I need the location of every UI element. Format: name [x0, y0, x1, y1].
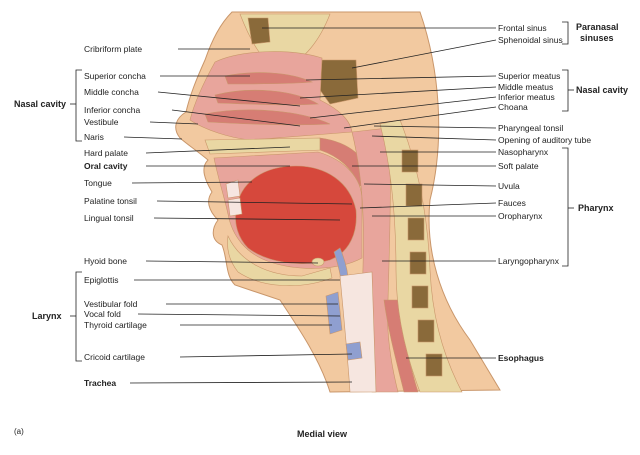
label-middle-concha: Middle concha [84, 87, 139, 97]
bracket-larynx [75, 271, 82, 362]
leader-inferior-meatus [309, 96, 497, 119]
middle-concha-shape [214, 89, 319, 106]
label-oral-cavity: Oral cavity [84, 161, 128, 171]
vertebra-7 [425, 353, 443, 377]
label-frontal-sinus: Frontal sinus [498, 23, 547, 33]
vertebrae-spots [401, 149, 443, 377]
label-vocal-fold: Vocal fold [84, 309, 121, 319]
leader-middle-concha [157, 91, 301, 107]
vertebra-5 [411, 285, 429, 309]
group-label-nasal-cavity-left: Nasal cavity [14, 99, 66, 109]
leader-choana [343, 106, 497, 129]
leader-middle-meatus [299, 86, 497, 99]
label-oropharynx: Oropharynx [498, 211, 543, 221]
label-middle-meatus: Middle meatus [498, 82, 553, 92]
leader-uvula [363, 183, 497, 187]
vertebra-6 [417, 319, 435, 343]
leader-vocal-fold [137, 313, 341, 317]
label-cribriform-plate: Cribriform plate [84, 44, 142, 54]
label-hyoid-bone: Hyoid bone [84, 256, 127, 266]
label-choana: Choana [498, 102, 528, 112]
leader-naris [123, 136, 183, 140]
label-thyroid-cartilage: Thyroid cartilage [84, 320, 147, 330]
lower-teeth [227, 197, 243, 217]
leader-vestibule [149, 121, 199, 125]
label-sphenoidal-sinus: Sphenoidal sinus [498, 35, 563, 45]
label-cricoid-cartilage: Cricoid cartilage [84, 352, 145, 362]
leader-fauces [359, 202, 497, 209]
leader-auditory-tube [371, 135, 497, 141]
label-trachea: Trachea [84, 378, 116, 388]
label-esophagus: Esophagus [498, 353, 544, 363]
inferior-concha-shape [204, 109, 331, 126]
label-vestibule: Vestibule [84, 117, 119, 127]
group-label-paranasal: Paranasal [576, 22, 619, 32]
vertebra-3 [407, 217, 425, 241]
bracket-nasal-cavity-right [562, 69, 569, 112]
upper-teeth [225, 179, 241, 199]
leader-superior-meatus [305, 75, 497, 81]
view-label: Medial view [297, 429, 348, 439]
leader-pharyngeal-tonsil [373, 125, 497, 129]
leader-tongue [131, 181, 253, 184]
right-labels: Frontal sinus Sphenoidal sinus Superior … [498, 23, 591, 363]
leader-hard-palate [145, 146, 291, 154]
label-superior-concha: Superior concha [84, 71, 146, 81]
superior-concha-shape [224, 72, 314, 85]
label-laryngopharynx: Laryngopharynx [498, 256, 560, 266]
bracket-paranasal [562, 21, 569, 45]
panel-letter: (a) [14, 427, 24, 436]
tongue-shape [235, 165, 357, 264]
label-inferior-concha: Inferior concha [84, 105, 140, 115]
label-naris: Naris [84, 132, 104, 142]
leader-sphenoidal-sinus [351, 39, 497, 69]
bracket-pharynx [562, 147, 569, 267]
vertebra-4 [409, 251, 427, 275]
cricoid-cartilage-shape [345, 341, 363, 361]
frontal-sinus-shape [247, 17, 271, 45]
label-fauces: Fauces [498, 198, 526, 208]
group-label-pharynx: Pharynx [578, 203, 614, 213]
sphenoidal-sinus-shape [319, 59, 359, 105]
leader-trachea [129, 381, 353, 384]
label-nasopharynx: Nasopharynx [498, 147, 549, 157]
label-vestibular-fold: Vestibular fold [84, 299, 138, 309]
group-label-sinuses: sinuses [580, 33, 614, 43]
mandible-shape [227, 234, 333, 286]
label-pharyngeal-tonsil: Pharyngeal tonsil [498, 123, 563, 133]
hyoid-shape [311, 257, 325, 267]
leader-cricoid [179, 353, 353, 358]
group-labels: Nasal cavity Larynx Paranasal sinuses Na… [14, 22, 628, 321]
left-labels: Cribriform plate Superior concha Middle … [84, 44, 147, 388]
thyroid-cartilage-shape [325, 291, 343, 335]
group-label-nasal-cavity-right: Nasal cavity [576, 85, 628, 95]
label-epiglottis: Epiglottis [84, 275, 119, 285]
label-tongue: Tongue [84, 178, 112, 188]
label-soft-palate: Soft palate [498, 161, 539, 171]
group-label-larynx: Larynx [32, 311, 62, 321]
leader-lingual-tonsil [153, 217, 341, 221]
leader-lines [70, 21, 574, 384]
label-inferior-meatus: Inferior meatus [498, 92, 555, 102]
label-lingual-tonsil: Lingual tonsil [84, 213, 134, 223]
label-palatine-tonsil: Palatine tonsil [84, 196, 137, 206]
vertebra-2 [405, 183, 423, 207]
label-uvula: Uvula [498, 181, 520, 191]
label-opening-auditory-tube: Opening of auditory tube [498, 135, 591, 145]
label-superior-meatus: Superior meatus [498, 71, 560, 81]
vertebra-1 [401, 149, 419, 173]
leader-inferior-concha [171, 109, 301, 127]
leader-hyoid [145, 260, 319, 264]
label-hard-palate: Hard palate [84, 148, 128, 158]
bracket-nasal-cavity-left [75, 69, 82, 142]
leader-palatine-tonsil [156, 200, 353, 205]
